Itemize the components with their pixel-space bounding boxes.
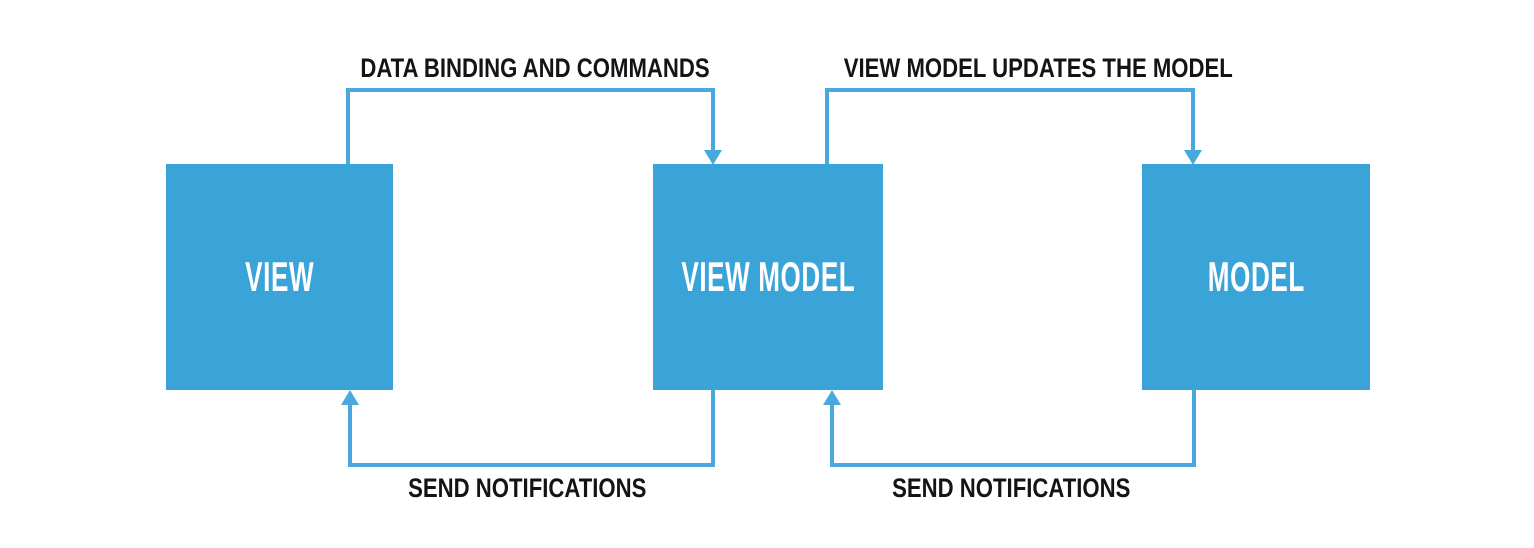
arrow-line-segment <box>346 88 715 92</box>
arrowhead-down-icon <box>704 150 722 165</box>
arrow-line-segment <box>711 88 715 150</box>
arrow-line-segment <box>348 463 715 467</box>
model-box-label: MODEL <box>1207 253 1305 300</box>
view-model-updates-model-label: VIEW MODEL UPDATES THE MODEL <box>843 53 1233 83</box>
view-model-box: VIEW MODEL <box>653 164 883 390</box>
arrow-line-segment <box>1192 390 1196 467</box>
arrowhead-up-icon <box>341 390 359 405</box>
view-model-box-label: VIEW MODEL <box>680 253 856 300</box>
arrow-line-segment <box>348 404 352 463</box>
arrow-line-segment <box>825 88 829 164</box>
model-box: MODEL <box>1142 164 1370 390</box>
arrowhead-down-icon <box>1184 150 1202 165</box>
arrow-line-segment <box>830 463 1196 467</box>
arrow-line-segment <box>825 88 1195 92</box>
arrow-line-segment <box>1191 88 1195 150</box>
arrow-line-segment <box>346 88 350 164</box>
view-box: VIEW <box>166 164 393 390</box>
send-notifications-left-label: SEND NOTIFICATIONS <box>407 473 647 503</box>
send-notifications-right-label: SEND NOTIFICATIONS <box>891 473 1131 503</box>
arrowhead-up-icon <box>823 390 841 405</box>
arrow-line-segment <box>830 404 834 463</box>
arrow-line-segment <box>711 390 715 467</box>
data-binding-label: DATA BINDING AND COMMANDS <box>360 53 710 83</box>
view-box-label: VIEW <box>244 253 315 300</box>
